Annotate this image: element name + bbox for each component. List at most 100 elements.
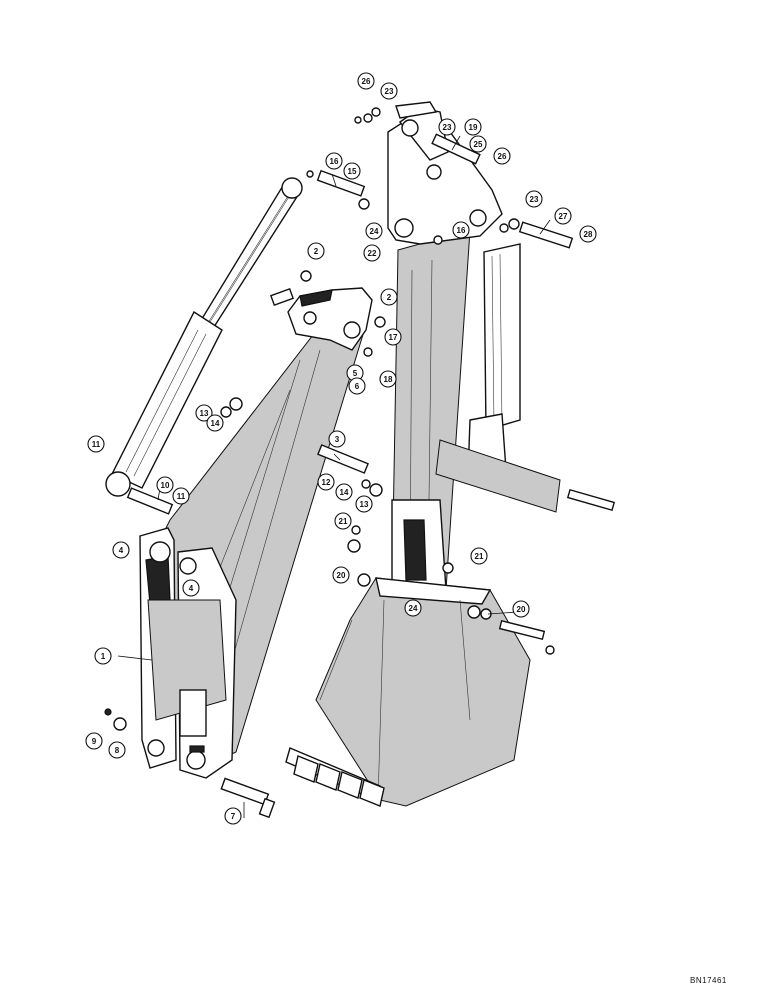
callout-number: 23 [530,195,539,204]
callout-22: 22 [363,244,381,262]
pin-7 [220,777,276,819]
callout-8: 8 [108,741,126,759]
callout-14: 14 [335,483,353,501]
callout-number: 13 [200,409,209,418]
callout-circle [348,377,366,395]
callout-number: 14 [340,488,349,497]
callout-number: 9 [92,737,97,746]
callout-circle [525,190,543,208]
dipper-stick [391,229,471,591]
callout-number: 5 [353,369,358,378]
dipper-top-bracket [387,101,503,245]
callout-7: 7 [224,807,242,825]
callout-number: 2 [314,247,319,256]
callout-circle [363,244,381,262]
callout-number: 10 [161,481,170,490]
callout-circle [206,414,224,432]
boom-base [139,527,237,779]
callout-circle [579,225,597,243]
callout-6: 6 [348,377,366,395]
callout-number: 24 [409,604,418,613]
callout-number: 15 [348,167,357,176]
callout-21: 21 [470,547,488,565]
pin-15 [316,169,366,197]
callout-circle [404,599,422,617]
callout-26: 26 [357,72,375,90]
callout-circle [87,435,105,453]
callout-1: 1 [94,647,112,665]
callout-17: 17 [384,328,402,346]
callout-circle [335,483,353,501]
callout-circle [355,495,373,513]
callout-26: 26 [493,147,511,165]
callout-circle [195,404,213,422]
callout-number: 21 [339,517,348,526]
callout-20: 20 [332,566,350,584]
callout-16: 16 [325,152,343,170]
callout-circle [172,487,190,505]
callout-circle [182,579,200,597]
callout-circle [452,221,470,239]
drawing-code: BN17461 [690,976,727,985]
callout-circle [112,541,130,559]
pin-27 [518,221,574,249]
callout-number: 26 [362,77,371,86]
callout-13: 13 [355,495,373,513]
callout-circle [85,732,103,750]
callout-circle [357,72,375,90]
callout-4: 4 [112,541,130,559]
callout-12: 12 [317,473,335,491]
callout-19: 19 [464,118,482,136]
callout-3: 3 [328,430,346,448]
callout-circle [328,430,346,448]
callout-circle [554,207,572,225]
callout-number: 18 [384,375,393,384]
callout-number: 13 [360,500,369,509]
callout-number: 7 [231,812,236,821]
callout-2: 2 [307,242,325,260]
callout-number: 3 [335,435,340,444]
callout-28: 28 [579,225,597,243]
callout-number: 6 [355,382,360,391]
callout-number: 8 [115,746,120,755]
callout-21: 21 [334,512,352,530]
callout-24: 24 [365,222,383,240]
callout-number: 2 [387,293,392,302]
callout-circle [438,118,456,136]
callout-number: 4 [189,584,194,593]
callout-circle [384,328,402,346]
callout-15: 15 [343,162,361,180]
callout-number: 1 [101,652,106,661]
pin-12 [317,444,369,474]
washers-and-nuts [104,107,555,731]
callout-11: 11 [87,435,105,453]
callout-number: 23 [385,87,394,96]
callout-number: 11 [92,440,101,449]
callout-number: 19 [469,123,478,132]
callout-circle [464,118,482,136]
callout-number: 28 [584,230,593,239]
callout-2: 2 [380,288,398,306]
bucket [285,577,531,807]
callout-circle [469,135,487,153]
callout-circle [317,473,335,491]
callout-circle [470,547,488,565]
callout-circle [380,82,398,100]
callout-23: 23 [380,82,398,100]
callout-circle [512,600,530,618]
callout-number: 25 [474,140,483,149]
boom-cylinder [105,177,303,497]
callout-number: 4 [119,546,124,555]
bucket-cylinder [435,243,561,513]
callout-4: 4 [182,579,200,597]
callout-number: 16 [330,157,339,166]
callout-circle [307,242,325,260]
callout-14: 14 [206,414,224,432]
callout-circle [224,807,242,825]
callout-9: 9 [85,732,103,750]
callout-circle [379,370,397,388]
callout-circle [343,162,361,180]
callout-number: 16 [457,226,466,235]
callout-number: 20 [337,571,346,580]
